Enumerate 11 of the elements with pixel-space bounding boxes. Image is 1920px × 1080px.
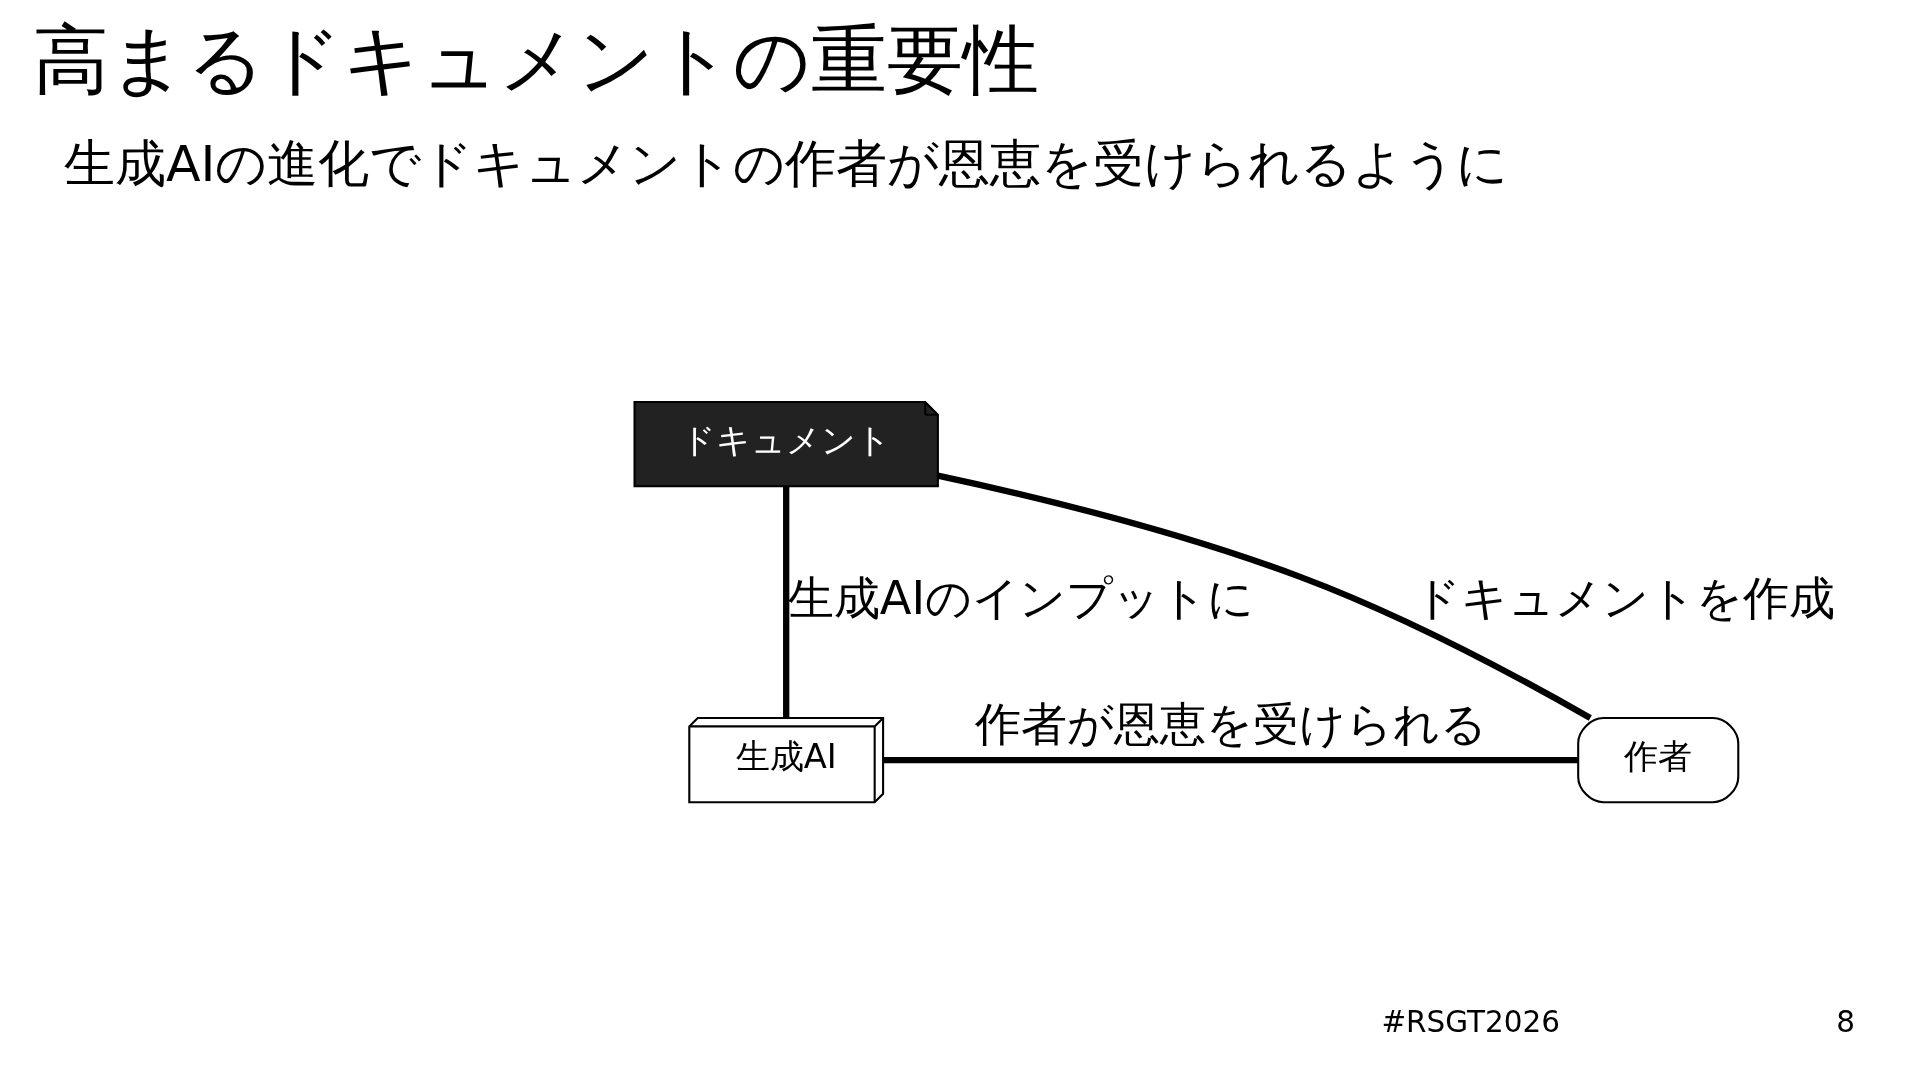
connector [782, 486, 789, 718]
label: #RSGT2026 [1380, 1005, 1560, 1040]
label: 生成AIの進化でドキュメントの作者が恩恵を受けられるように [63, 134, 1508, 194]
edge-label: ドキュメントを作成 [1413, 570, 1835, 625]
connector [883, 756, 1578, 764]
node-box: 作者 [1576, 716, 1739, 804]
diagram-title: 高まるドキュメントの重要性 [32, 15, 1039, 104]
connector [936, 472, 1592, 721]
label: 8 [1835, 1005, 1855, 1040]
edge-label: 作者が恩恵を受けられる [974, 697, 1487, 752]
edge-label: 生成AIのインプットに [787, 570, 1254, 625]
